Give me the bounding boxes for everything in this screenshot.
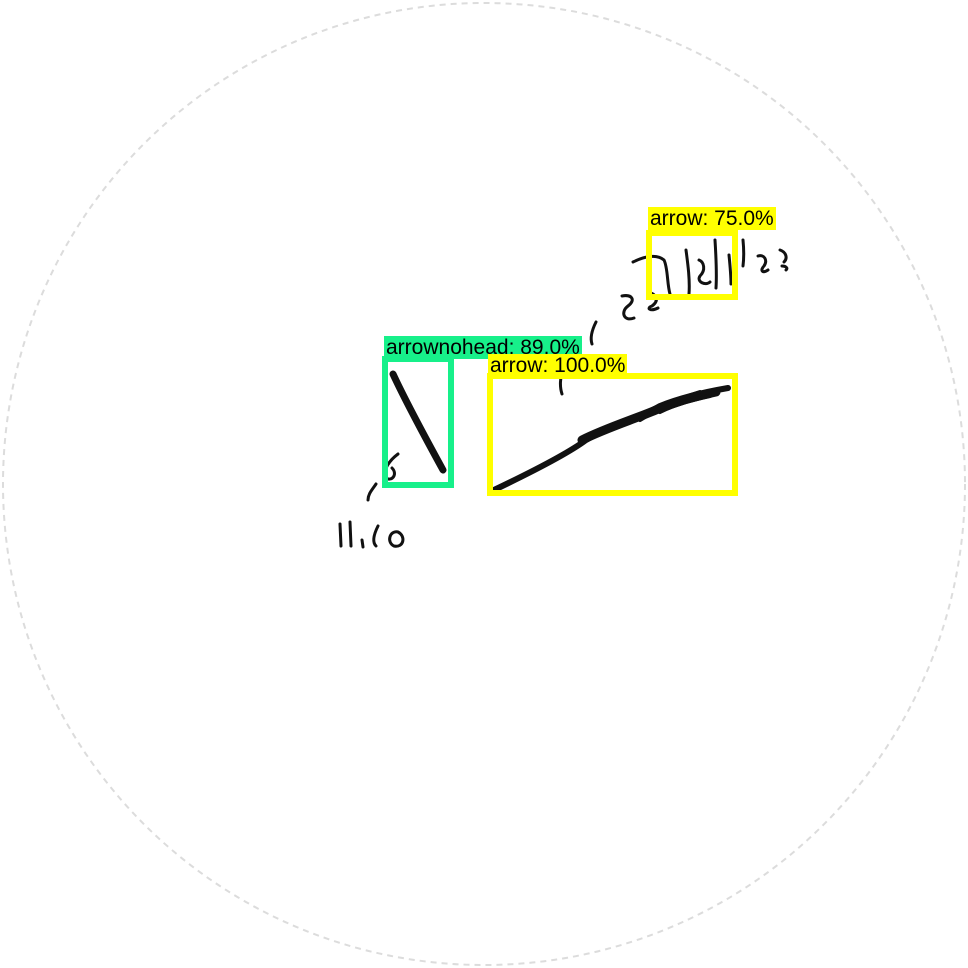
detection-label-arrow-75: arrow: 75.0% [648, 207, 776, 230]
detection-label-arrownohead-89: arrownohead: 89.0% [384, 336, 582, 359]
ink-stroke [684, 248, 691, 296]
ink-stroke [360, 538, 365, 549]
detection-box-arrow-100 [487, 373, 738, 496]
ink-stroke [620, 294, 636, 321]
ink-stroke [631, 254, 672, 296]
ink-stroke [389, 370, 447, 474]
ink-stroke [372, 524, 380, 548]
detection-box-arrow-75 [646, 230, 738, 300]
ink-stroke [366, 482, 378, 502]
ink-stroke [741, 238, 746, 268]
ink-stroke [338, 522, 343, 548]
ink-stroke [388, 530, 405, 548]
detection-box-arrownohead-89 [382, 356, 454, 488]
ink-stroke [638, 390, 712, 422]
ink-stroke [589, 320, 598, 346]
detection-label-arrow-100: arrow: 100.0% [488, 354, 628, 377]
ink-stroke [713, 238, 718, 290]
ink-stroke [697, 258, 712, 286]
ink-stroke [348, 520, 353, 548]
ink-stroke [756, 254, 770, 274]
ink-stroke [727, 253, 733, 286]
ink-stroke [778, 248, 789, 272]
